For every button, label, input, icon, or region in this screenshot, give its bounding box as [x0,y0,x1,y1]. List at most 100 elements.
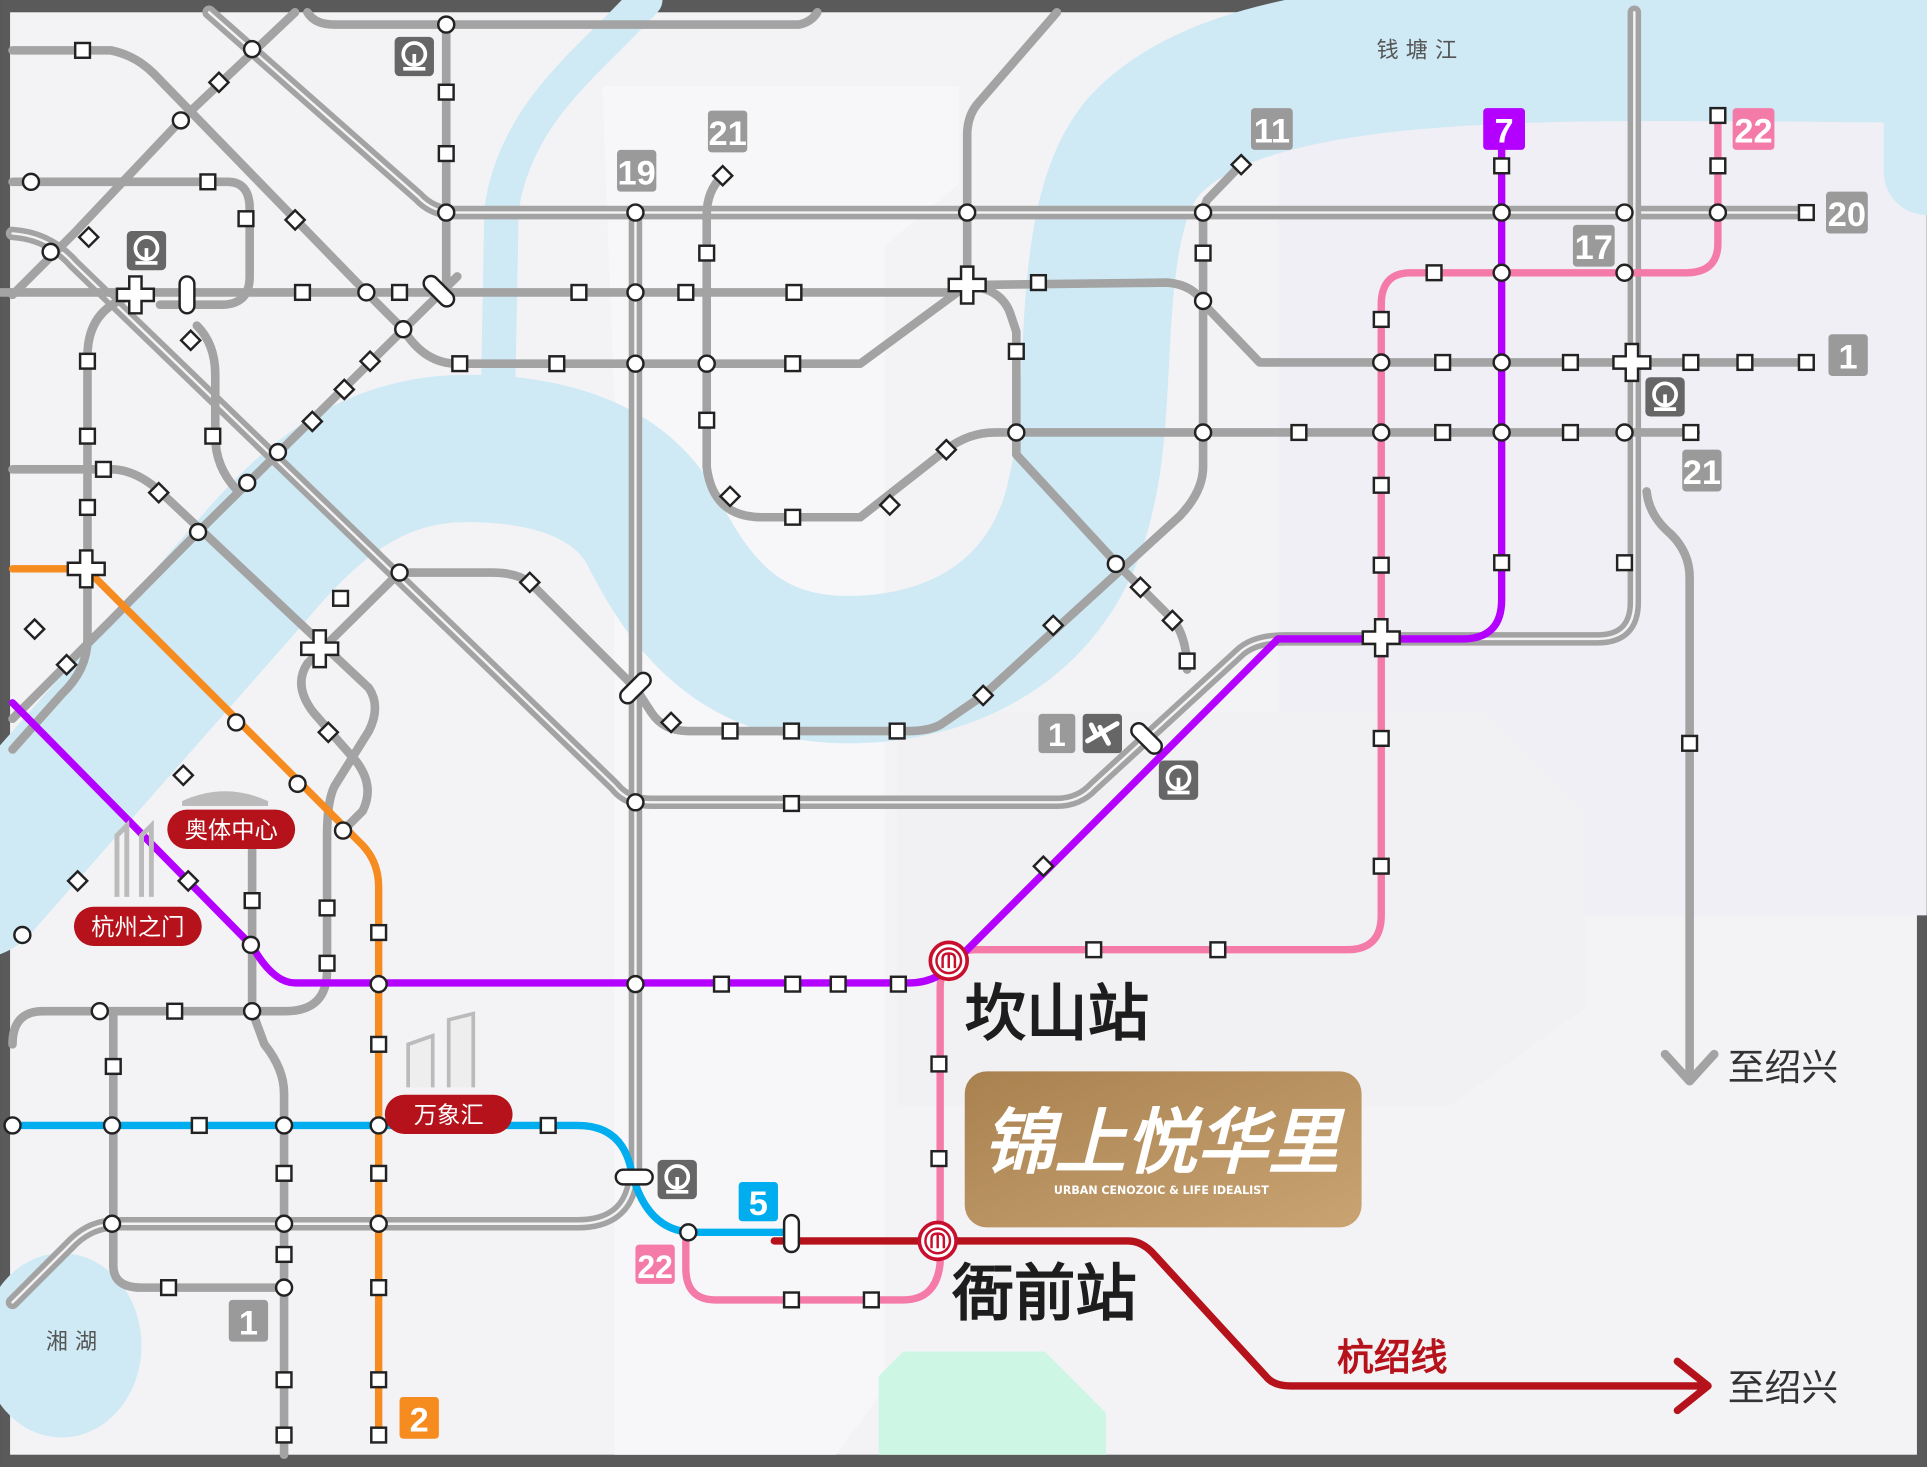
station-diamond[interactable] [971,684,995,707]
station-diamond[interactable] [358,349,382,373]
station-circle[interactable] [242,39,262,59]
station-circle[interactable] [1492,353,1511,372]
interchange-station[interactable] [1361,618,1401,658]
line-badge-1[interactable]: 1 [1828,334,1868,377]
station-circle[interactable] [1372,423,1391,442]
station-square[interactable] [437,144,455,163]
station-square[interactable] [104,1057,122,1076]
station-diamond[interactable] [1129,575,1152,599]
station-diamond[interactable] [1229,153,1253,176]
line-badge-17[interactable]: 17 [1572,224,1615,267]
station-diamond[interactable] [316,720,340,744]
station-circle[interactable] [1007,423,1026,442]
station-diamond[interactable] [207,71,231,94]
station-square[interactable] [390,283,409,302]
station-square[interactable] [1434,423,1452,442]
station-square[interactable] [782,722,801,740]
station-diamond[interactable] [176,869,200,893]
line-badge-22[interactable]: 22 [635,1244,675,1285]
station-square[interactable] [1194,244,1212,262]
line-badge-7[interactable]: 7 [1483,108,1525,151]
station-square[interactable] [1709,106,1727,125]
station-circle[interactable] [274,1278,294,1297]
station-circle[interactable] [21,172,41,192]
station-square[interactable] [1615,554,1634,572]
station-diamond[interactable] [1161,609,1184,632]
station-square[interactable] [237,210,255,228]
station-square[interactable] [1085,941,1103,959]
station-square[interactable] [1425,264,1443,282]
station-circle[interactable] [1615,203,1634,222]
station-square[interactable] [293,283,312,302]
station-square[interactable] [539,1116,557,1135]
station-square[interactable] [698,411,716,429]
station-circle[interactable] [242,1001,262,1021]
station-square[interactable] [78,352,97,370]
station-square[interactable] [1178,652,1196,670]
station-circle[interactable] [626,974,645,994]
transfer-station[interactable] [614,1168,654,1186]
station-square[interactable] [204,427,222,445]
interchange-station[interactable] [66,549,106,589]
station-square[interactable] [73,41,92,59]
station-square[interactable] [1797,353,1815,372]
station-square[interactable] [275,1164,293,1182]
station-diamond[interactable] [659,711,683,734]
transfer-station[interactable] [1128,720,1164,756]
station-square[interactable] [275,1426,293,1444]
station-square[interactable] [1493,157,1511,175]
line-badge-21[interactable]: 21 [707,110,748,153]
station-circle[interactable] [274,1116,294,1135]
station-circle[interactable] [369,1214,388,1233]
station-square[interactable] [1029,273,1048,292]
station-square[interactable] [199,173,217,191]
station-square[interactable] [889,975,907,993]
landmark-aoti[interactable]: 奥体中心 [167,791,296,849]
transfer-station[interactable] [617,670,653,706]
station-diamond[interactable] [283,208,307,232]
line-badge-19[interactable]: 19 [617,149,657,192]
station-diamond[interactable] [77,225,101,249]
line-badge-11[interactable]: 11 [1251,108,1293,151]
station-square[interactable] [784,508,802,526]
station-diamond[interactable] [23,617,46,641]
station-square[interactable] [331,589,350,607]
station-square[interactable] [548,355,566,373]
station-circle[interactable] [41,242,60,262]
line-badge-20[interactable]: 20 [1826,191,1868,234]
station-square[interactable] [1290,423,1308,442]
line-badge-1[interactable]: 1 [228,1299,269,1342]
station-square[interactable] [370,1164,388,1182]
station-square[interactable] [1493,554,1511,572]
transfer-station[interactable] [178,275,196,315]
line-badge-1-airport[interactable]: 1 [1038,713,1076,754]
station-diamond[interactable] [718,485,742,508]
station-circle[interactable] [1193,291,1213,311]
station-circle[interactable] [626,203,645,222]
station-square[interactable] [370,923,388,942]
station-circle[interactable] [390,563,409,582]
station-square[interactable] [677,283,695,302]
station-square[interactable] [1372,729,1390,748]
station-square[interactable] [451,355,469,373]
station-square[interactable] [166,1002,184,1020]
station-diamond[interactable] [1041,614,1065,637]
station-square[interactable] [318,954,336,972]
station-circle[interactable] [268,442,288,462]
station-circle[interactable] [697,354,716,373]
station-square[interactable] [1561,353,1580,372]
station-square[interactable] [570,283,588,302]
station-square[interactable] [930,1055,948,1073]
station-circle[interactable] [437,203,456,222]
landmark-hangzhou-gate[interactable]: 杭州之门 [73,819,202,947]
station-circle[interactable] [274,1214,294,1233]
station-square[interactable] [318,899,336,917]
station-diamond[interactable] [518,571,542,594]
station-circle[interactable] [188,522,208,542]
station-square[interactable] [1797,203,1815,222]
station-circle[interactable] [369,1116,388,1135]
transfer-station[interactable] [421,273,457,309]
station-square[interactable] [782,794,801,813]
station-square[interactable] [159,1279,178,1297]
station-square[interactable] [784,355,802,373]
